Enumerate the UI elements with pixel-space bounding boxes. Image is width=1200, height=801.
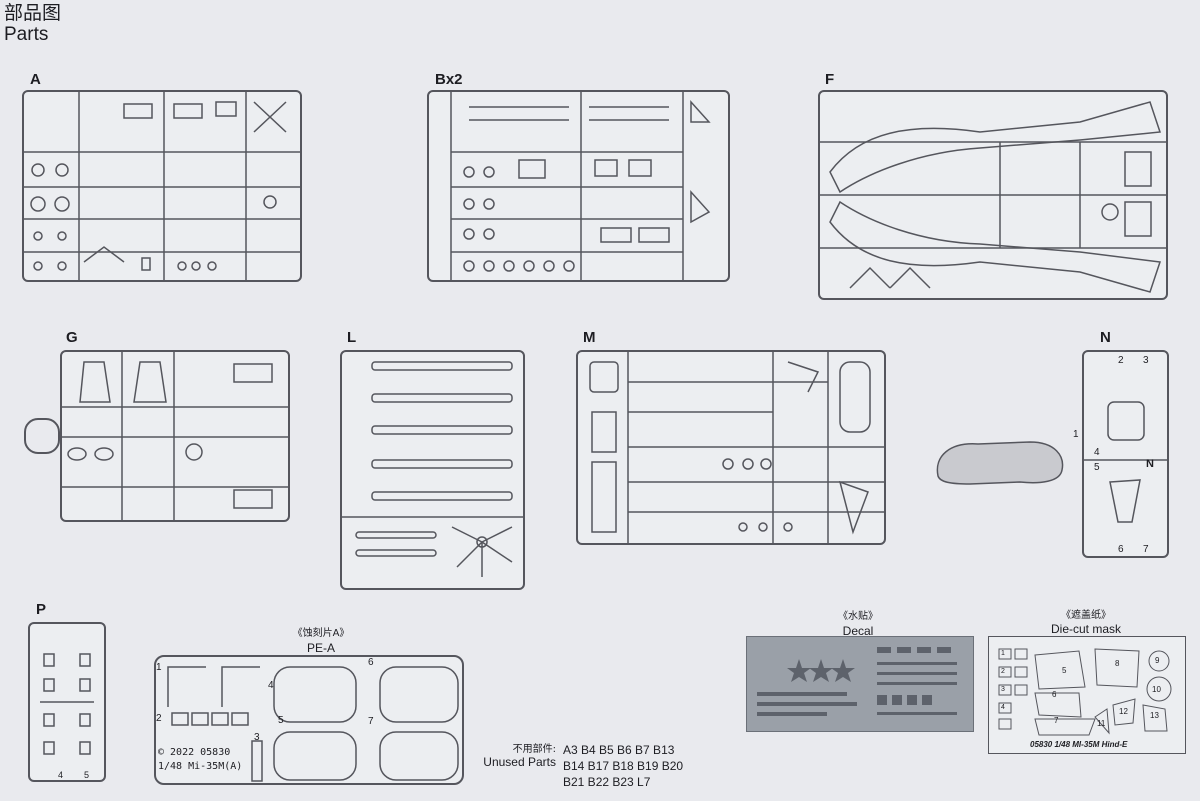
pe-number-5: 5 bbox=[278, 715, 284, 726]
sprue-label-l: L bbox=[347, 329, 357, 346]
unused-label-en: Unused Parts bbox=[483, 755, 556, 769]
pe-sheet-drawing bbox=[167, 666, 459, 782]
sprue-b-drawing bbox=[450, 92, 711, 280]
decal-sheet bbox=[746, 636, 974, 732]
sprue-n bbox=[1082, 350, 1169, 558]
mask-number-10: 10 bbox=[1152, 685, 1161, 694]
sprue-l-drawing bbox=[342, 361, 523, 577]
mask-number-12: 12 bbox=[1119, 707, 1128, 716]
sprue-p bbox=[28, 622, 106, 782]
sprue-b bbox=[427, 90, 730, 282]
sprue-label-b: Bx2 bbox=[435, 71, 463, 88]
mask-number-2: 2 bbox=[1001, 668, 1005, 675]
sprue-n-number-4: 4 bbox=[1094, 447, 1100, 458]
decal-caption-cn: 《水贴》 bbox=[838, 611, 878, 622]
mask-sheet bbox=[988, 636, 1186, 754]
sprue-p-number-5: 5 bbox=[84, 770, 90, 780]
mask-number-5: 5 bbox=[1062, 666, 1067, 675]
sprue-a-drawing bbox=[24, 92, 300, 280]
sprue-label-n: N bbox=[1100, 329, 1111, 346]
sprue-g-drawing bbox=[62, 352, 288, 520]
pe-number-7: 7 bbox=[368, 716, 374, 727]
sprue-f-drawing bbox=[820, 101, 1166, 293]
pe-model-line: 1/48 Mi-35M(A) bbox=[158, 761, 243, 772]
mask-number-8: 8 bbox=[1115, 659, 1120, 668]
mask-number-7: 7 bbox=[1054, 716, 1059, 725]
sprue-n-number-7: 7 bbox=[1143, 544, 1149, 555]
sprue-label-g: G bbox=[66, 329, 78, 346]
sprue-label-p: P bbox=[36, 601, 47, 618]
mask-number-6: 6 bbox=[1052, 690, 1057, 699]
pe-number-3: 3 bbox=[254, 732, 260, 743]
sprue-a bbox=[22, 90, 302, 282]
unused-label-cn: 不用部件: bbox=[512, 744, 556, 755]
unused-parts-line-2: B14 B17 B18 B19 B20 bbox=[563, 759, 684, 773]
unused-parts-line-3: B21 B22 B23 L7 bbox=[563, 775, 651, 789]
sprue-n-number-6: 6 bbox=[1118, 544, 1124, 555]
mask-caption-en: Die-cut mask bbox=[1050, 622, 1121, 636]
decal-caption-en: Decal bbox=[842, 624, 874, 638]
sprue-n-number-3: 3 bbox=[1143, 355, 1149, 366]
page-title-en: Parts bbox=[4, 24, 49, 45]
pe-caption-en: PE-A bbox=[306, 641, 335, 655]
sprue-g-tab bbox=[24, 418, 60, 454]
pe-number-1: 1 bbox=[156, 662, 162, 673]
mask-number-11: 11 bbox=[1097, 719, 1106, 728]
sprue-l bbox=[340, 350, 525, 590]
sprue-n-drawing bbox=[1084, 401, 1167, 523]
pe-sheet bbox=[154, 655, 464, 785]
unused-parts-line-1: A3 B4 B5 B6 B7 B13 bbox=[563, 743, 675, 757]
decal-sheet-drawing bbox=[757, 647, 957, 716]
pe-code-line: © 2022 05830 bbox=[158, 747, 231, 758]
mask-number-4: 4 bbox=[1001, 704, 1005, 711]
sprue-p-drawing bbox=[40, 653, 94, 755]
sprue-n-number-1: 1 bbox=[1073, 429, 1079, 440]
mask-number-9: 9 bbox=[1155, 656, 1160, 665]
sprue-m-drawing bbox=[589, 352, 884, 543]
sprue-n-tag: N bbox=[1146, 458, 1154, 470]
sprue-n-number-2: 2 bbox=[1118, 355, 1124, 366]
mask-number-13: 13 bbox=[1150, 711, 1159, 720]
sprue-label-a: A bbox=[30, 71, 41, 88]
canopy-part bbox=[936, 441, 1064, 485]
sprue-f bbox=[818, 90, 1168, 300]
mask-caption-cn: 《遮盖纸》 bbox=[1061, 610, 1111, 621]
sprue-g bbox=[60, 350, 290, 522]
pe-number-6: 6 bbox=[368, 657, 374, 668]
sprue-label-f: F bbox=[825, 71, 835, 88]
sprue-n-number-5: 5 bbox=[1094, 462, 1100, 473]
sprue-m bbox=[576, 350, 886, 545]
mask-footer: 05830 1/48 MI-35M Hind-E bbox=[1030, 740, 1128, 749]
pe-number-4: 4 bbox=[268, 680, 274, 691]
sprue-p-number-4: 4 bbox=[58, 770, 64, 780]
page-title-cn: 部品图 bbox=[4, 2, 62, 24]
mask-number-1: 1 bbox=[1001, 650, 1005, 657]
pe-caption-cn: 《蚀刻片A》 bbox=[292, 628, 350, 639]
mask-sheet-drawing bbox=[998, 648, 1172, 736]
pe-number-2: 2 bbox=[156, 713, 162, 724]
mask-number-3: 3 bbox=[1001, 686, 1005, 693]
sprue-label-m: M bbox=[583, 329, 596, 346]
